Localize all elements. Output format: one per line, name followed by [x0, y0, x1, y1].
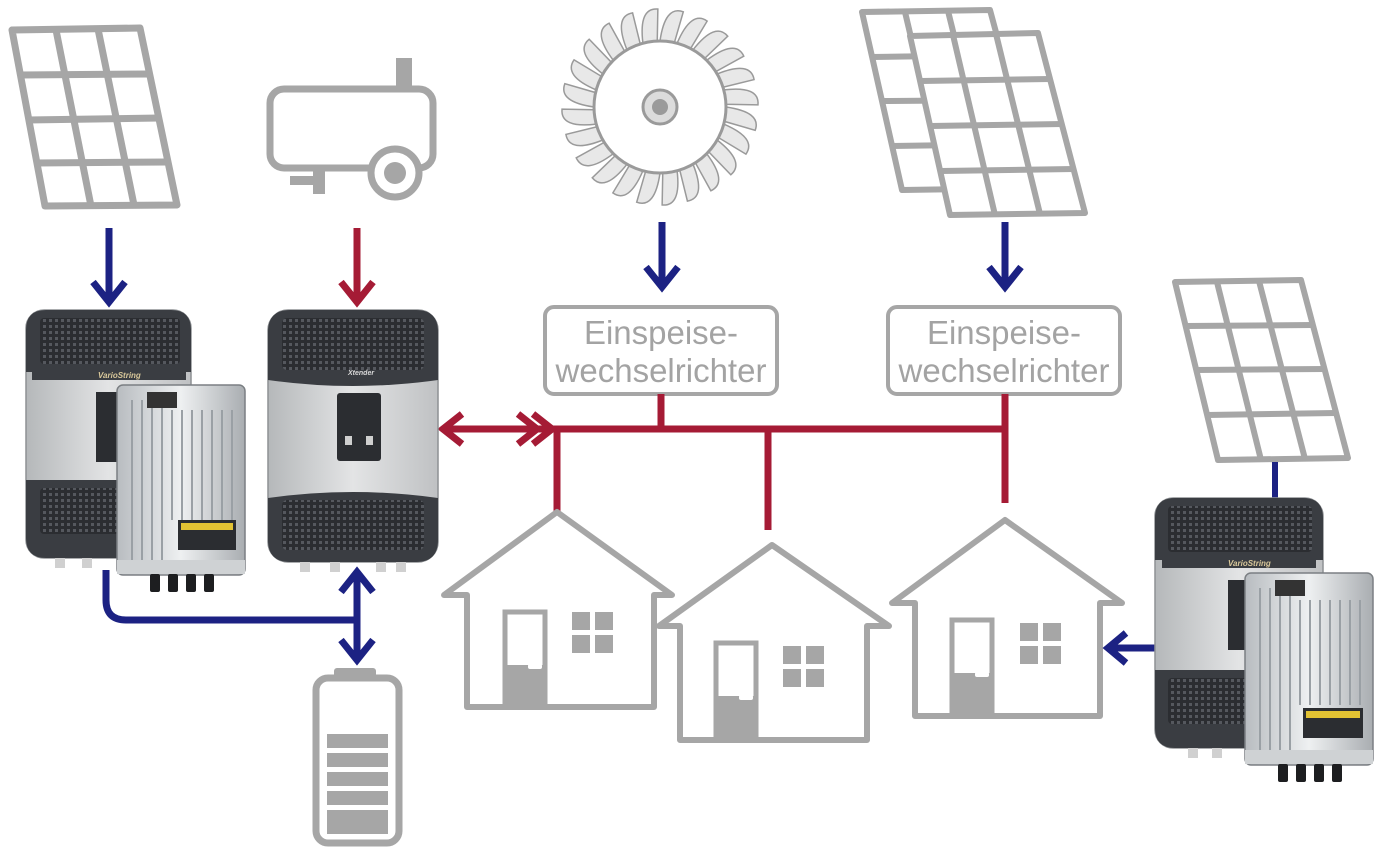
- variotrack-device-left: [116, 384, 246, 592]
- turbine-bucket: [659, 10, 685, 44]
- turbine-bucket: [635, 170, 661, 204]
- turbine-bucket: [565, 125, 604, 147]
- turbine-bucket: [691, 30, 729, 60]
- arrow-pv-to-inverter: [986, 222, 1024, 293]
- grid-inverter-box-1: Einspeise- wechselrichter: [543, 305, 779, 396]
- xtender-device: Xtender: [267, 309, 439, 572]
- turbine-bucket: [694, 152, 720, 192]
- turbine-bucket: [570, 58, 603, 91]
- battery-icon: [312, 668, 403, 847]
- generator-icon: [266, 58, 437, 201]
- arrow-pv-to-variostring: [90, 228, 128, 308]
- grid-inverter-box-2: Einspeise- wechselrichter: [886, 305, 1122, 396]
- turbine-bucket: [722, 88, 759, 106]
- grid-inverter-label-1-line2: wechselrichter: [555, 352, 767, 389]
- turbine-axle: [652, 99, 668, 115]
- solar-panel-double-icon: [859, 7, 1088, 218]
- turbine-bucket: [600, 22, 626, 62]
- turbine-bucket: [611, 164, 644, 197]
- turbine-bucket: [620, 12, 642, 51]
- turbine-bucket: [563, 82, 597, 108]
- water-turbine-icon: [560, 7, 760, 207]
- solar-panel-right-icon: [1172, 277, 1351, 463]
- turbine-bucket: [591, 154, 629, 184]
- turbine-bucket: [661, 169, 679, 206]
- house-3-icon: [889, 517, 1125, 719]
- turbine-bucket: [561, 108, 598, 126]
- variostring-badge-left: VarioString: [98, 371, 141, 380]
- solar-panel-left-icon: [8, 24, 181, 210]
- variotrack-device-right: [1244, 572, 1374, 782]
- grid-inverter-label-2-line2: wechselrichter: [898, 352, 1110, 389]
- dc-cable-variostring-to-battery: [102, 570, 357, 624]
- variostring-badge-right: VarioString: [1228, 559, 1271, 568]
- grid-inverter-label-1-line1: Einspeise-: [584, 314, 738, 351]
- turbine-bucket: [575, 141, 615, 167]
- arrow-turbine-to-inverter: [643, 222, 681, 293]
- turbine-bucket: [723, 106, 757, 132]
- turbine-bucket: [678, 163, 700, 202]
- ac-minigrid-bus: [437, 394, 1009, 530]
- house-2-icon: [656, 542, 892, 743]
- grid-inverter-label-2-line1: Einspeise-: [927, 314, 1081, 351]
- turbine-bucket: [716, 67, 755, 89]
- turbine-bucket: [705, 47, 745, 73]
- turbine-bucket: [641, 8, 659, 45]
- arrow-generator-to-xtender: [338, 228, 376, 308]
- house-1-icon: [441, 509, 675, 710]
- arrow-right-device-to-house: [1102, 630, 1155, 666]
- xtender-badge: Xtender: [347, 370, 375, 377]
- turbine-bucket: [676, 17, 709, 50]
- turbine-bucket: [583, 38, 613, 76]
- arrow-battery-xtender: [338, 566, 376, 666]
- turbine-bucket: [707, 138, 737, 176]
- turbine-bucket: [717, 123, 750, 156]
